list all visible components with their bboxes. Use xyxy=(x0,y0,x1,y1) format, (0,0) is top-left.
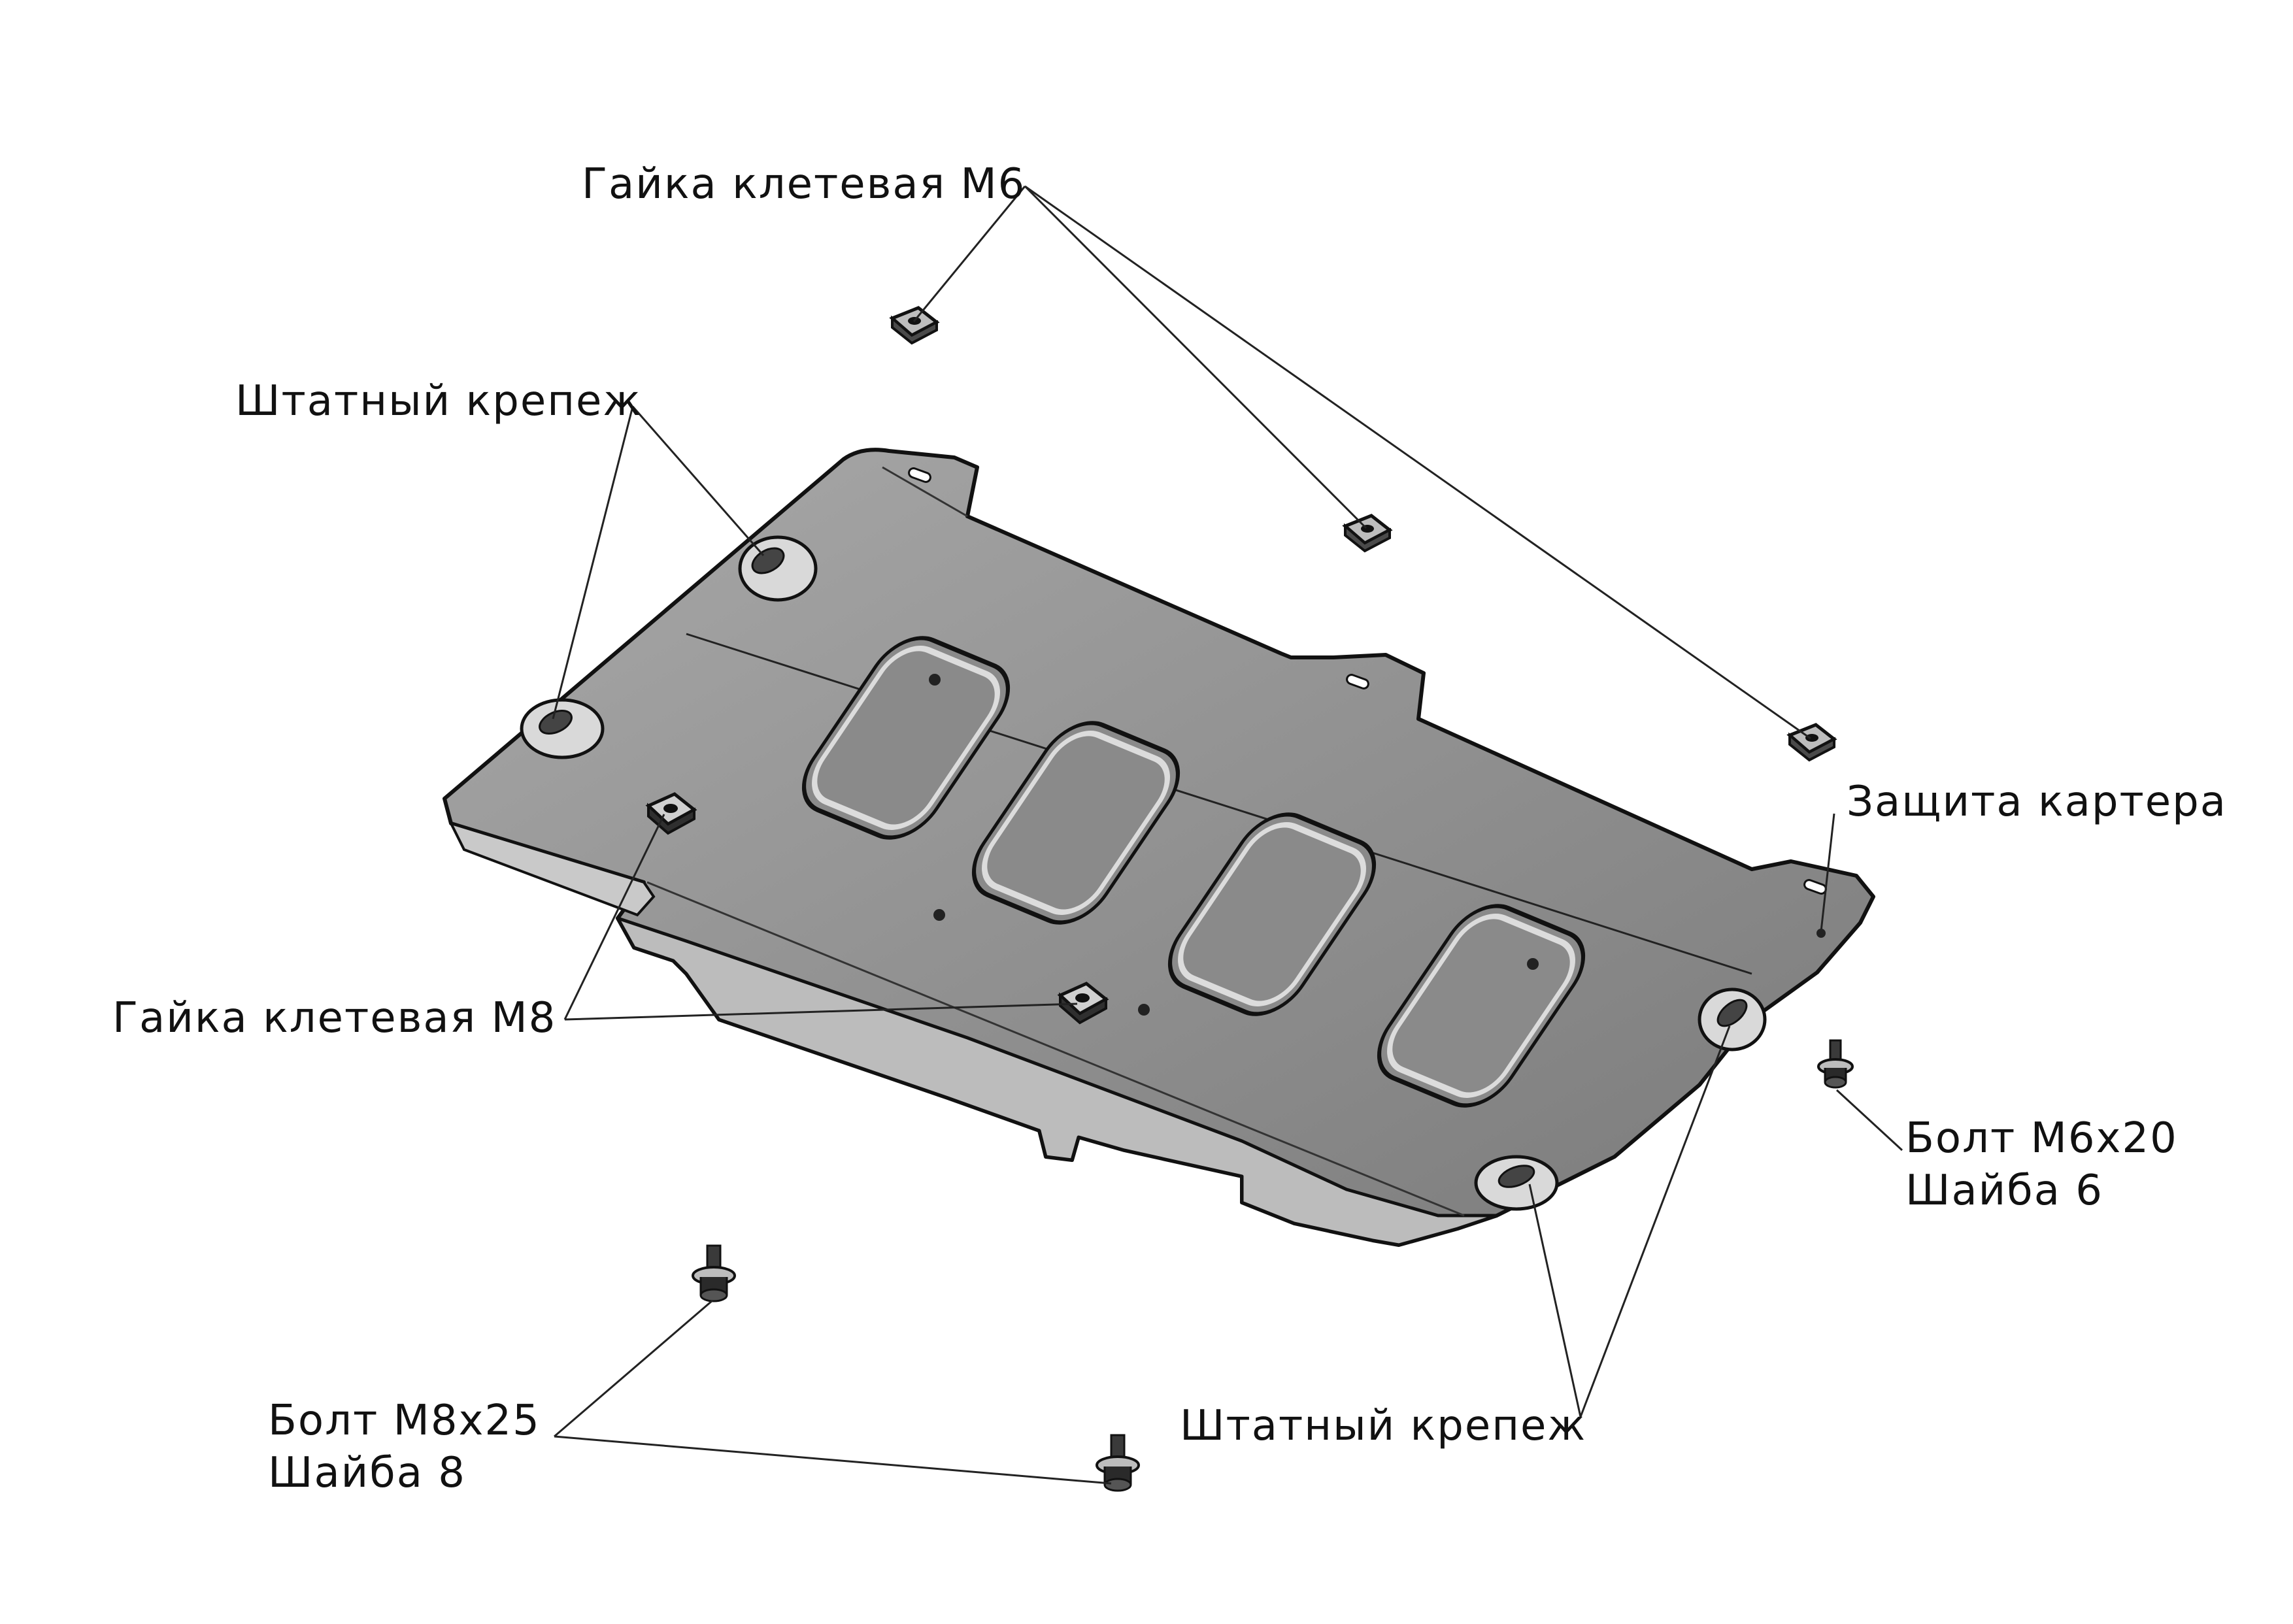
label-bolt-m6x20: Болт М6х20 xyxy=(1905,1114,2178,1163)
bolt-m8x25-with-washer xyxy=(692,1244,736,1302)
leader-bolt-m8x25 xyxy=(554,1299,713,1438)
label-cage-nut-m6: Гайка клетевая М6 xyxy=(582,160,1026,208)
mounting-boss xyxy=(520,698,605,759)
mounting-boss xyxy=(738,535,818,602)
plate-bend-line xyxy=(882,466,968,518)
leader-standard-fastener-bottom xyxy=(1528,1184,1582,1417)
stiffener-rib xyxy=(1167,812,1377,1016)
cage-nut-m6 xyxy=(889,306,940,345)
label-washer-8: Шайба 8 xyxy=(268,1449,466,1497)
small-hole xyxy=(933,909,945,921)
stiffener-rib xyxy=(1377,904,1586,1108)
leader-crankcase-guard xyxy=(1820,813,1835,932)
stiffener-rib xyxy=(801,636,1011,840)
plate-front-flange xyxy=(616,916,1499,1247)
cage-nut-m6 xyxy=(1342,514,1393,553)
leader-cage-nut-m6 xyxy=(912,186,1026,322)
label-crankcase-guard: Защита картера xyxy=(1847,778,2227,826)
crankcase-guard-plate xyxy=(443,448,1875,1247)
cage-nut-m8 xyxy=(1057,982,1109,1025)
bolt-m6x20-with-washer xyxy=(1817,1039,1854,1089)
plate-bend-line xyxy=(646,881,1465,1217)
slot-hole xyxy=(1346,674,1369,689)
small-hole xyxy=(1527,958,1539,970)
mounting-boss xyxy=(1698,987,1767,1052)
leader-standard-fastener-top xyxy=(631,406,765,556)
cage-nut-m6 xyxy=(1786,723,1837,762)
label-bolt-m8x25: Болт М8х25 xyxy=(268,1397,541,1445)
small-hole xyxy=(1138,1004,1150,1016)
leader-cage-nut-m6 xyxy=(1024,185,1811,740)
label-cage-nut-m8: Гайка клетевая М8 xyxy=(112,994,557,1042)
leader-cage-nut-m8 xyxy=(563,814,665,1020)
label-washer-6: Шайба 6 xyxy=(1905,1167,2103,1215)
label-standard-fastener-bottom: Штатный крепеж xyxy=(1180,1402,1587,1450)
cage-nut-m8 xyxy=(645,792,697,835)
leader-standard-fastener-bottom xyxy=(1579,1025,1731,1417)
leader-cage-nut-m8 xyxy=(564,1003,1078,1021)
leader-standard-fastener-top xyxy=(552,406,634,720)
leader-cage-nut-m6 xyxy=(1024,185,1367,529)
small-hole xyxy=(929,674,941,686)
mounting-boss xyxy=(1474,1155,1559,1211)
bolt-m8x25-with-washer xyxy=(1096,1434,1140,1492)
small-hole xyxy=(1816,929,1826,938)
leader-bolt-m8x25 xyxy=(554,1435,1112,1485)
leader-bolt-m6x20 xyxy=(1835,1089,1903,1152)
slot-hole xyxy=(908,467,931,483)
stiffener-rib xyxy=(971,721,1180,925)
leader-lines xyxy=(552,185,1903,1485)
plate-front-edge xyxy=(448,821,656,917)
label-standard-fastener-top: Штатный крепеж xyxy=(235,377,643,425)
